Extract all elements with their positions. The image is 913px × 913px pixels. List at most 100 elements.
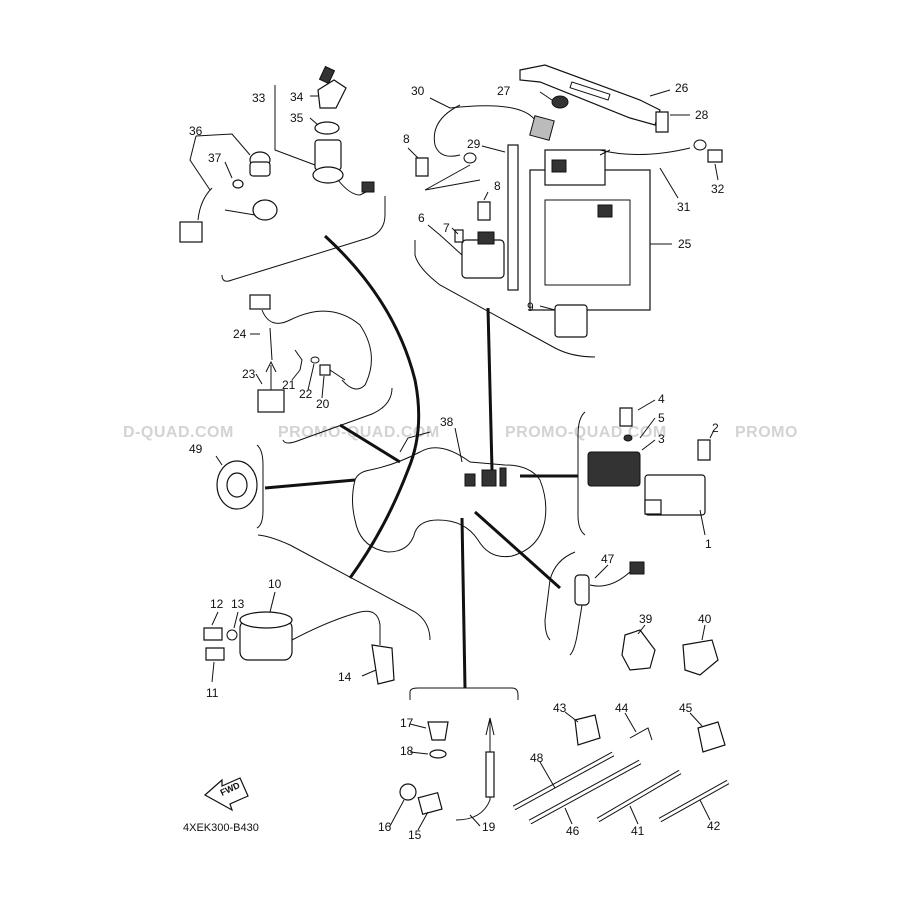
bracket-horn [256, 444, 264, 529]
horn-group [215, 455, 258, 510]
lamp-wire-2 [224, 209, 256, 216]
cable-30-boot [529, 115, 555, 141]
part-label-14: 14 [338, 670, 352, 684]
battery-strap [519, 64, 661, 126]
washer-22 [310, 356, 320, 364]
lead-group [249, 294, 372, 413]
vehicle-body [352, 447, 547, 558]
key-cap [317, 79, 347, 109]
vehicle-cdi-mark [481, 469, 497, 487]
watermark-4: PROMO [735, 424, 798, 441]
switch-47-wire [569, 604, 583, 656]
watermark-2: PROMO-QUAD.COM [278, 424, 440, 441]
part-label-20: 20 [316, 397, 330, 411]
leader-47 [594, 564, 609, 579]
bolt-12 [203, 627, 223, 641]
horn-center [226, 472, 248, 498]
part-number-labels: 1 2 3 4 5 6 7 8 8 9 10 11 12 13 14 15 16… [189, 81, 725, 842]
leader-battery [486, 307, 494, 471]
bolt-28 [655, 111, 669, 133]
leader-42 [699, 799, 711, 821]
watermark-1: D-QUAD.COM [123, 424, 234, 441]
part-label-12: 12 [210, 597, 224, 611]
leader-46 [564, 807, 573, 825]
key [318, 65, 336, 85]
part-label-44: 44 [615, 701, 629, 715]
battery-terminal-minus [551, 159, 567, 173]
fwd-arrow-shape [203, 777, 249, 812]
clamp-39 [621, 629, 656, 671]
part-label-6: 6 [418, 211, 425, 225]
leader-1-5 [637, 399, 715, 536]
battery-cap-27 [551, 95, 569, 109]
clip-21 [294, 349, 303, 371]
part-label-25: 25 [678, 237, 692, 251]
watermark-3: PROMO-QUAD.COM [505, 424, 667, 441]
battery-terminal-plus [597, 204, 613, 218]
part-label-39: 39 [639, 612, 653, 626]
cable-30 [433, 104, 461, 157]
relay-23 [257, 389, 285, 413]
part-label-40: 40 [698, 612, 712, 626]
leader-32 [714, 163, 719, 181]
clamp-group [621, 624, 719, 676]
leader-7 [451, 227, 459, 235]
switch-wire [337, 179, 371, 196]
part-label-16: 16 [378, 820, 392, 834]
part-label-17: 17 [400, 716, 414, 730]
part-label-15: 15 [408, 828, 422, 842]
tube-29 [507, 144, 519, 291]
sender-19-wire [455, 720, 491, 821]
leader-48 [539, 761, 556, 789]
clip-44 [629, 727, 653, 741]
leader-19 [469, 814, 481, 827]
leader-20-22 [291, 363, 325, 399]
coil-lead [291, 610, 381, 645]
part-label-33: 33 [252, 91, 266, 105]
leader-39 [637, 624, 646, 635]
battery-group [407, 64, 723, 338]
tie-48-inner [513, 752, 614, 810]
leader-38 [454, 427, 463, 463]
leader-33 [274, 85, 316, 166]
part-label-11: 11 [206, 686, 219, 700]
rectifier-group [454, 399, 715, 536]
leader-41 [629, 805, 639, 825]
bolt-8b [477, 201, 491, 221]
switch-20 [319, 364, 331, 376]
leader-17-18 [409, 723, 429, 755]
part-label-36: 36 [189, 124, 203, 138]
part-label-30: 30 [411, 84, 425, 98]
vehicle-leaders [264, 234, 578, 689]
part-label-38: 38 [440, 415, 454, 429]
part-label-34: 34 [290, 90, 304, 104]
switch-47-lead [589, 571, 631, 587]
rectifier [587, 451, 641, 487]
part-label-26: 26 [675, 81, 689, 95]
bolt-11 [205, 647, 225, 661]
gasket-18 [429, 749, 447, 759]
switch-20-wire [329, 369, 346, 381]
leader-35 [309, 117, 319, 126]
part-label-8b: 8 [494, 179, 501, 193]
holder-43 [574, 714, 601, 746]
thermo-17 [427, 721, 449, 741]
leader-29 [481, 145, 506, 153]
leader-10 [269, 591, 276, 613]
leader-45 [689, 712, 703, 727]
leader-49 [215, 455, 223, 466]
wire-24 [261, 309, 372, 390]
lamp-holder [249, 161, 271, 177]
watermark-strip: D-QUAD.COM PROMO-QUAD.COM PROMO-QUAD.COM… [123, 424, 798, 441]
part-label-5: 5 [658, 411, 665, 425]
starter-relay [461, 239, 505, 279]
switch-47 [574, 574, 590, 606]
leader-26 [649, 89, 671, 97]
part-label-45: 45 [679, 701, 693, 715]
bracket-sensors [409, 687, 519, 700]
leader-11-13 [211, 611, 239, 683]
battery-case [529, 169, 651, 311]
handlebar [399, 431, 431, 453]
vehicle-relay-mark [499, 467, 507, 487]
bracket-relay [544, 551, 576, 641]
